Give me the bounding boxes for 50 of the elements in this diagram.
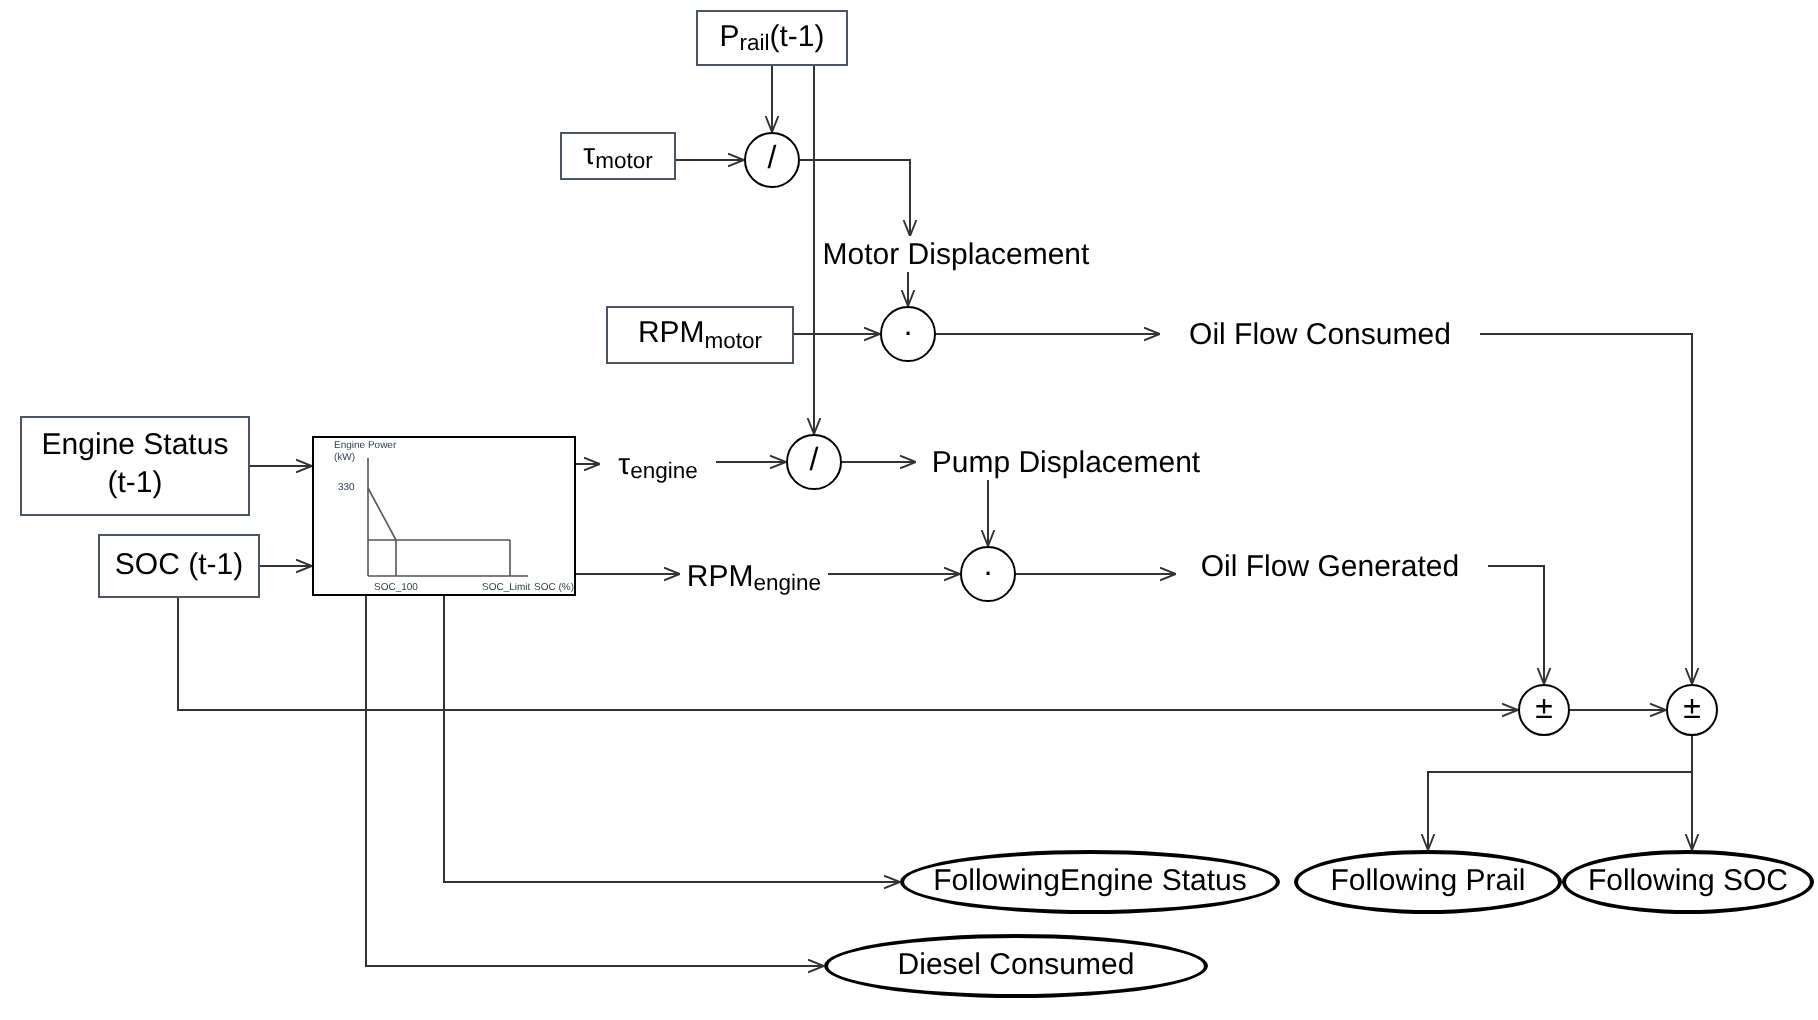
arrow (575, 566, 681, 582)
arrow (177, 597, 1519, 718)
arrow (900, 271, 916, 307)
signal-label: Oil Flow Generated (1200, 551, 1460, 581)
operator-symbol: · (982, 558, 994, 590)
signal-label: τ$_{engine}$ (618, 449, 698, 479)
signal-label: Pump Displacement (931, 447, 1201, 477)
signal-label: RPM$_{engine}$ (686, 561, 822, 591)
engine-map-box (312, 436, 576, 596)
node-label: SOC (t-1) (114, 547, 244, 585)
arrow (935, 326, 1161, 342)
node-label: Engine Status (t-1) (39, 428, 231, 504)
arrow (806, 65, 822, 435)
node-label: RPM$_{motor}$ (637, 316, 763, 354)
arrow (799, 159, 918, 237)
arrow (764, 65, 780, 133)
signal-label: Motor Displacement (822, 239, 1090, 269)
node-label: P$_{rail}$(t-1) (719, 19, 825, 57)
input-box (696, 10, 848, 66)
arrow (1015, 566, 1177, 582)
operator-symbol: / (809, 446, 819, 478)
arrow (259, 558, 313, 574)
node-label: FollowingEngine Status (933, 863, 1247, 901)
input-box (606, 306, 794, 364)
input-box (560, 132, 676, 180)
input-box (20, 416, 250, 516)
arrow (249, 458, 313, 474)
signal-label: Oil Flow Consumed (1189, 319, 1451, 349)
arrow (1569, 702, 1667, 718)
node-label: Following SOC (1587, 863, 1789, 901)
arrow (841, 454, 917, 470)
arrow (827, 566, 961, 582)
arrow (1479, 333, 1700, 685)
arrow (675, 152, 745, 168)
operator-symbol: ± (1535, 694, 1553, 726)
operator-symbol: / (767, 144, 777, 176)
arrow (365, 595, 825, 974)
arrow (793, 326, 881, 342)
node-label: Following Prail (1330, 863, 1526, 901)
arrow (1684, 735, 1700, 851)
operator-symbol: ± (1683, 694, 1701, 726)
arrow (715, 454, 787, 470)
operator-symbol: · (902, 318, 914, 350)
input-box (98, 534, 260, 598)
node-label: Diesel Consumed (897, 947, 1135, 985)
arrow (575, 456, 601, 472)
arrow (980, 479, 996, 547)
node-label: τ$_{motor}$ (583, 137, 653, 175)
arrow (443, 595, 901, 890)
arrow (1487, 565, 1552, 685)
